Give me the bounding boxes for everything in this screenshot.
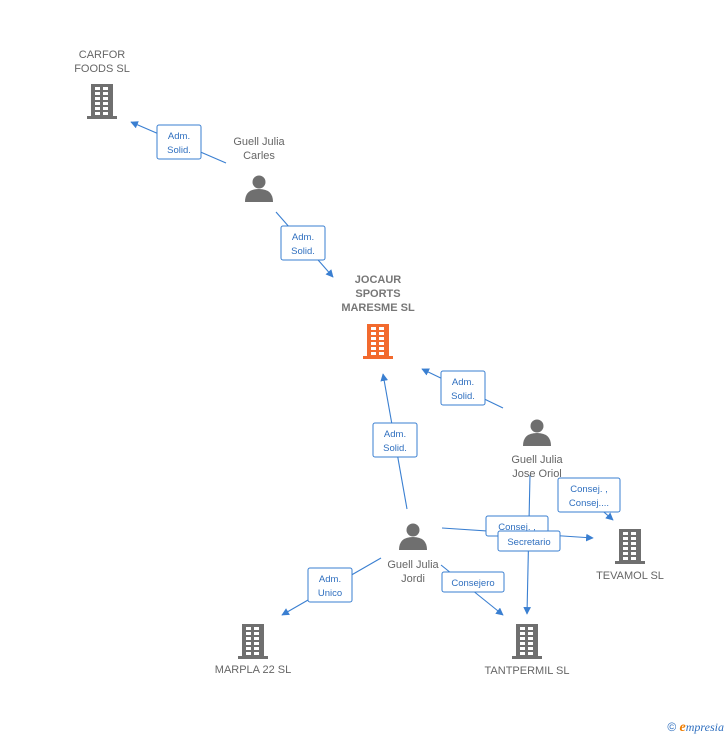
node-label: TANTPERMIL SL [485,665,570,677]
edge-label-text: Solid. [167,145,191,156]
brand-logo-text: mpresia [685,720,724,734]
node-label: Guell Julia [233,136,285,148]
edge-label-guell-oriol-tantpermil[interactable]: Secretario [497,530,561,552]
node-label: FOODS SL [74,63,130,75]
building-icon [87,84,117,119]
edge-label-text: Solid. [291,246,315,257]
edge-label-guell-carles-carfor[interactable]: Adm. Solid. [156,124,202,160]
building-icon [363,324,393,359]
person-icon [399,523,427,550]
node-tevamol[interactable]: TEVAMOL SL [596,529,664,582]
edge-label-text: Adm. [168,131,190,142]
edge-label-box [497,530,561,552]
building-icon [238,624,268,659]
node-label: TEVAMOL SL [596,570,664,582]
edge-label-guell-jordi-marpla[interactable]: Adm. Unico [307,567,353,603]
copyright-symbol: © [667,720,677,734]
edge-label-text: Adm. [452,377,474,388]
brand-logo-initial: e [679,720,686,735]
edge-label-text: Solid. [451,391,475,402]
edge-label-box [557,477,621,513]
edge-label-text: Consejero [451,578,494,589]
edge-label-text: Solid. [383,443,407,454]
edge-label-box [156,124,202,160]
node-label: JOCAUR [355,274,402,286]
node-label: MARESME SL [341,302,415,314]
edge-labels-layer: Adm. Solid. Adm. Solid. Adm. Solid. Adm. Solid.… [156,124,621,603]
edge-label-box [440,370,486,406]
edge-label-text: Consej. , [498,522,536,533]
node-label: Jordi [401,573,425,585]
edge-label-guell-oriol-tevamol[interactable]: Consej. , Consej.... [557,477,621,513]
edge-label-guell-oriol-jocaur[interactable]: Adm. Solid. [440,370,486,406]
building-icon [615,529,645,564]
edge-label-box [372,422,418,458]
person-icon [523,419,551,446]
node-label: CARFOR [79,49,126,61]
edge-label-text: Adm. [384,429,406,440]
node-carfor[interactable]: CARFOR FOODS SL [74,49,130,119]
node-label: Jose Oriol [512,468,562,480]
edge-label-text: Secretario [507,537,550,548]
edge-label-box [441,571,505,593]
node-label: Guell Julia [511,454,563,466]
edge-label-guell-jordi-jocaur[interactable]: Adm. Solid. [372,422,418,458]
brand-watermark: © empresia [667,720,724,736]
node-label: Guell Julia [387,559,439,571]
node-label: SPORTS [355,288,400,300]
person-icon [245,175,273,202]
node-jocaur[interactable]: JOCAUR SPORTS MARESME SL [341,274,415,359]
node-label: Carles [243,150,275,162]
edge-label-text: Consej. , [570,484,608,495]
edge-label-text: Consej.... [569,498,609,509]
building-icon [512,624,542,659]
edge-label-box [280,225,326,261]
edge-label-guell-jordi-tantpermil[interactable]: Consejero [441,571,505,593]
edge-label-text: Adm. [319,574,341,585]
edge-label-box [307,567,353,603]
edge-label-text: Unico [318,588,342,599]
node-marpla[interactable]: MARPLA 22 SL [215,624,291,676]
edge-label-text: Adm. [292,232,314,243]
node-label: MARPLA 22 SL [215,664,291,676]
node-tantpermil[interactable]: TANTPERMIL SL [485,624,570,677]
edge-label-guell-carles-jocaur[interactable]: Adm. Solid. [280,225,326,261]
